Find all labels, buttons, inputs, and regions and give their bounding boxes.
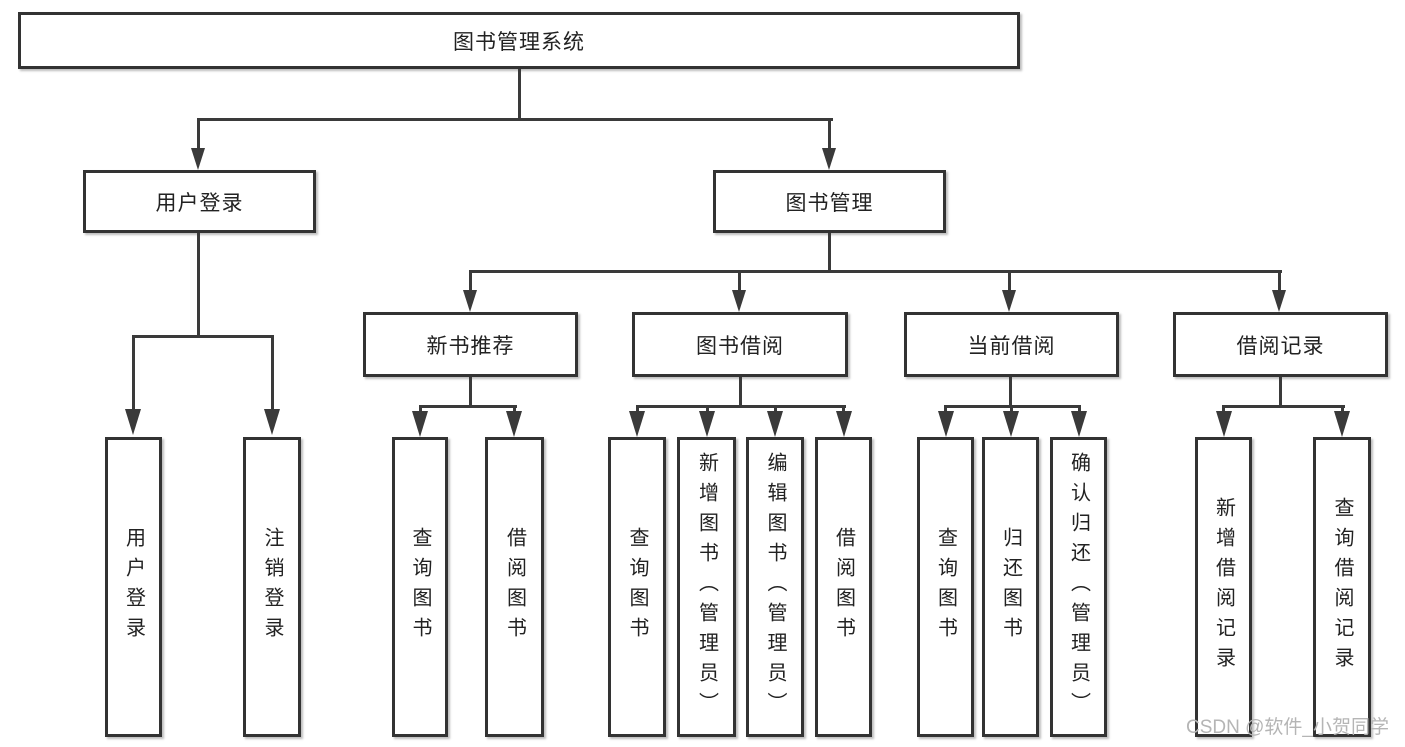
node-label: 新增图书（管理员） xyxy=(695,452,718,722)
arrow-down-icon xyxy=(1003,411,1019,437)
node-new-book-recommendation: 新书推荐 xyxy=(363,312,578,377)
node-leaf-add-borrow-record: 新增借阅记录 xyxy=(1195,437,1252,737)
arrow-down-icon xyxy=(506,411,522,437)
edge-login-stem xyxy=(197,233,200,337)
arrow-down-icon xyxy=(463,290,477,312)
node-book-borrowing: 图书借阅 xyxy=(632,312,848,377)
edge-drop-leaf xyxy=(419,405,422,413)
edge-drop-level3 xyxy=(1278,270,1281,292)
node-label: 借阅图书 xyxy=(503,527,526,647)
edge-drop-level3 xyxy=(1008,270,1011,292)
arrow-down-icon xyxy=(191,148,205,170)
arrow-down-icon xyxy=(699,411,715,437)
node-leaf-borrow-books: 借阅图书 xyxy=(485,437,544,737)
arrow-down-icon xyxy=(1334,411,1350,437)
edge-drop-leaf xyxy=(944,405,947,413)
edge-root-stem xyxy=(518,69,521,121)
arrow-down-icon xyxy=(264,409,280,435)
node-label: 新书推荐 xyxy=(426,334,515,358)
edge-l3-stem xyxy=(1009,377,1012,408)
node-label: 图书管理 xyxy=(785,191,874,215)
edge-drop-leaf xyxy=(706,405,709,413)
edge-l3-stem xyxy=(469,377,472,408)
node-label: 新增借阅记录 xyxy=(1212,497,1235,677)
node-user-login: 用户登录 xyxy=(83,170,316,233)
node-label: 查询图书 xyxy=(626,527,648,647)
node-leaf-logout: 注销登录 xyxy=(243,437,301,737)
node-label: 图书管理系统 xyxy=(453,30,585,54)
node-label: 注销登录 xyxy=(261,527,283,647)
arrow-down-icon xyxy=(822,148,836,170)
arrow-down-icon xyxy=(412,411,428,437)
node-borrowing-records: 借阅记录 xyxy=(1173,312,1388,377)
csdn-watermark: CSDN @软件_小贺同学 xyxy=(1186,717,1389,738)
node-library-management-system: 图书管理系统 xyxy=(18,12,1020,69)
arrow-down-icon xyxy=(767,411,783,437)
edge-login-bus xyxy=(132,335,274,338)
arrow-down-icon xyxy=(1272,290,1286,312)
edge-drop-leaf xyxy=(636,405,639,413)
node-label: 查询图书 xyxy=(409,527,431,647)
node-leaf-return-books: 归还图书 xyxy=(982,437,1039,737)
node-leaf-confirm-return-admin: 确认归还（管理员） xyxy=(1050,437,1107,737)
edge-mgmt-stem xyxy=(828,233,831,273)
node-book-management: 图书管理 xyxy=(713,170,946,233)
node-leaf-borrow-books: 借阅图书 xyxy=(815,437,872,737)
edge-l3-stem xyxy=(739,377,742,408)
arrow-down-icon xyxy=(836,411,852,437)
edge-l3-bus xyxy=(636,405,846,408)
edge-drop-leaf xyxy=(132,335,135,411)
arrow-down-icon xyxy=(125,409,141,435)
node-label: 查询图书 xyxy=(934,527,957,647)
node-leaf-user-login: 用户登录 xyxy=(105,437,162,737)
node-leaf-query-borrow-record: 查询借阅记录 xyxy=(1313,437,1371,737)
node-label: 用户登录 xyxy=(122,527,145,647)
arrow-down-icon xyxy=(938,411,954,437)
edge-drop-leaf xyxy=(1010,405,1013,413)
node-label: 图书借阅 xyxy=(696,334,784,358)
edge-drop-leaf xyxy=(1341,405,1344,413)
edge-l3-bus xyxy=(419,405,517,408)
node-leaf-query-books: 查询图书 xyxy=(608,437,666,737)
edge-drop-level3 xyxy=(469,270,472,292)
arrow-down-icon xyxy=(732,290,746,312)
edge-root-bus xyxy=(197,118,833,121)
node-label: 查询借阅记录 xyxy=(1331,497,1353,677)
node-label: 借阅记录 xyxy=(1236,334,1325,358)
node-label: 归还图书 xyxy=(999,527,1022,647)
arrow-down-icon xyxy=(1216,411,1232,437)
node-label: 借阅图书 xyxy=(832,527,855,647)
edge-drop-leaf xyxy=(774,405,777,413)
node-leaf-edit-books-admin: 编辑图书（管理员） xyxy=(746,437,804,737)
arrow-down-icon xyxy=(1002,290,1016,312)
node-label: 当前借阅 xyxy=(967,334,1056,358)
edge-drop-leaf xyxy=(271,335,274,411)
edge-drop-leaf xyxy=(1078,405,1081,413)
edge-l3-stem xyxy=(1279,377,1282,408)
edge-l3-bus xyxy=(1222,405,1345,408)
edge-drop-book-management xyxy=(828,118,831,150)
edge-drop-leaf xyxy=(842,405,845,413)
arrow-down-icon xyxy=(1071,411,1087,437)
node-leaf-query-books: 查询图书 xyxy=(917,437,974,737)
node-label: 编辑图书（管理员） xyxy=(764,452,786,722)
node-leaf-query-books: 查询图书 xyxy=(392,437,448,737)
node-current-borrowing: 当前借阅 xyxy=(904,312,1119,377)
edge-drop-level3 xyxy=(738,270,741,292)
node-label: 用户登录 xyxy=(155,191,244,215)
arrow-down-icon xyxy=(629,411,645,437)
edge-drop-leaf xyxy=(1222,405,1225,413)
edge-level3-bus xyxy=(469,270,1282,273)
edge-drop-user-login xyxy=(197,118,200,150)
edge-drop-leaf xyxy=(513,405,516,413)
node-label: 确认归还（管理员） xyxy=(1067,452,1090,722)
node-leaf-add-books-admin: 新增图书（管理员） xyxy=(677,437,736,737)
